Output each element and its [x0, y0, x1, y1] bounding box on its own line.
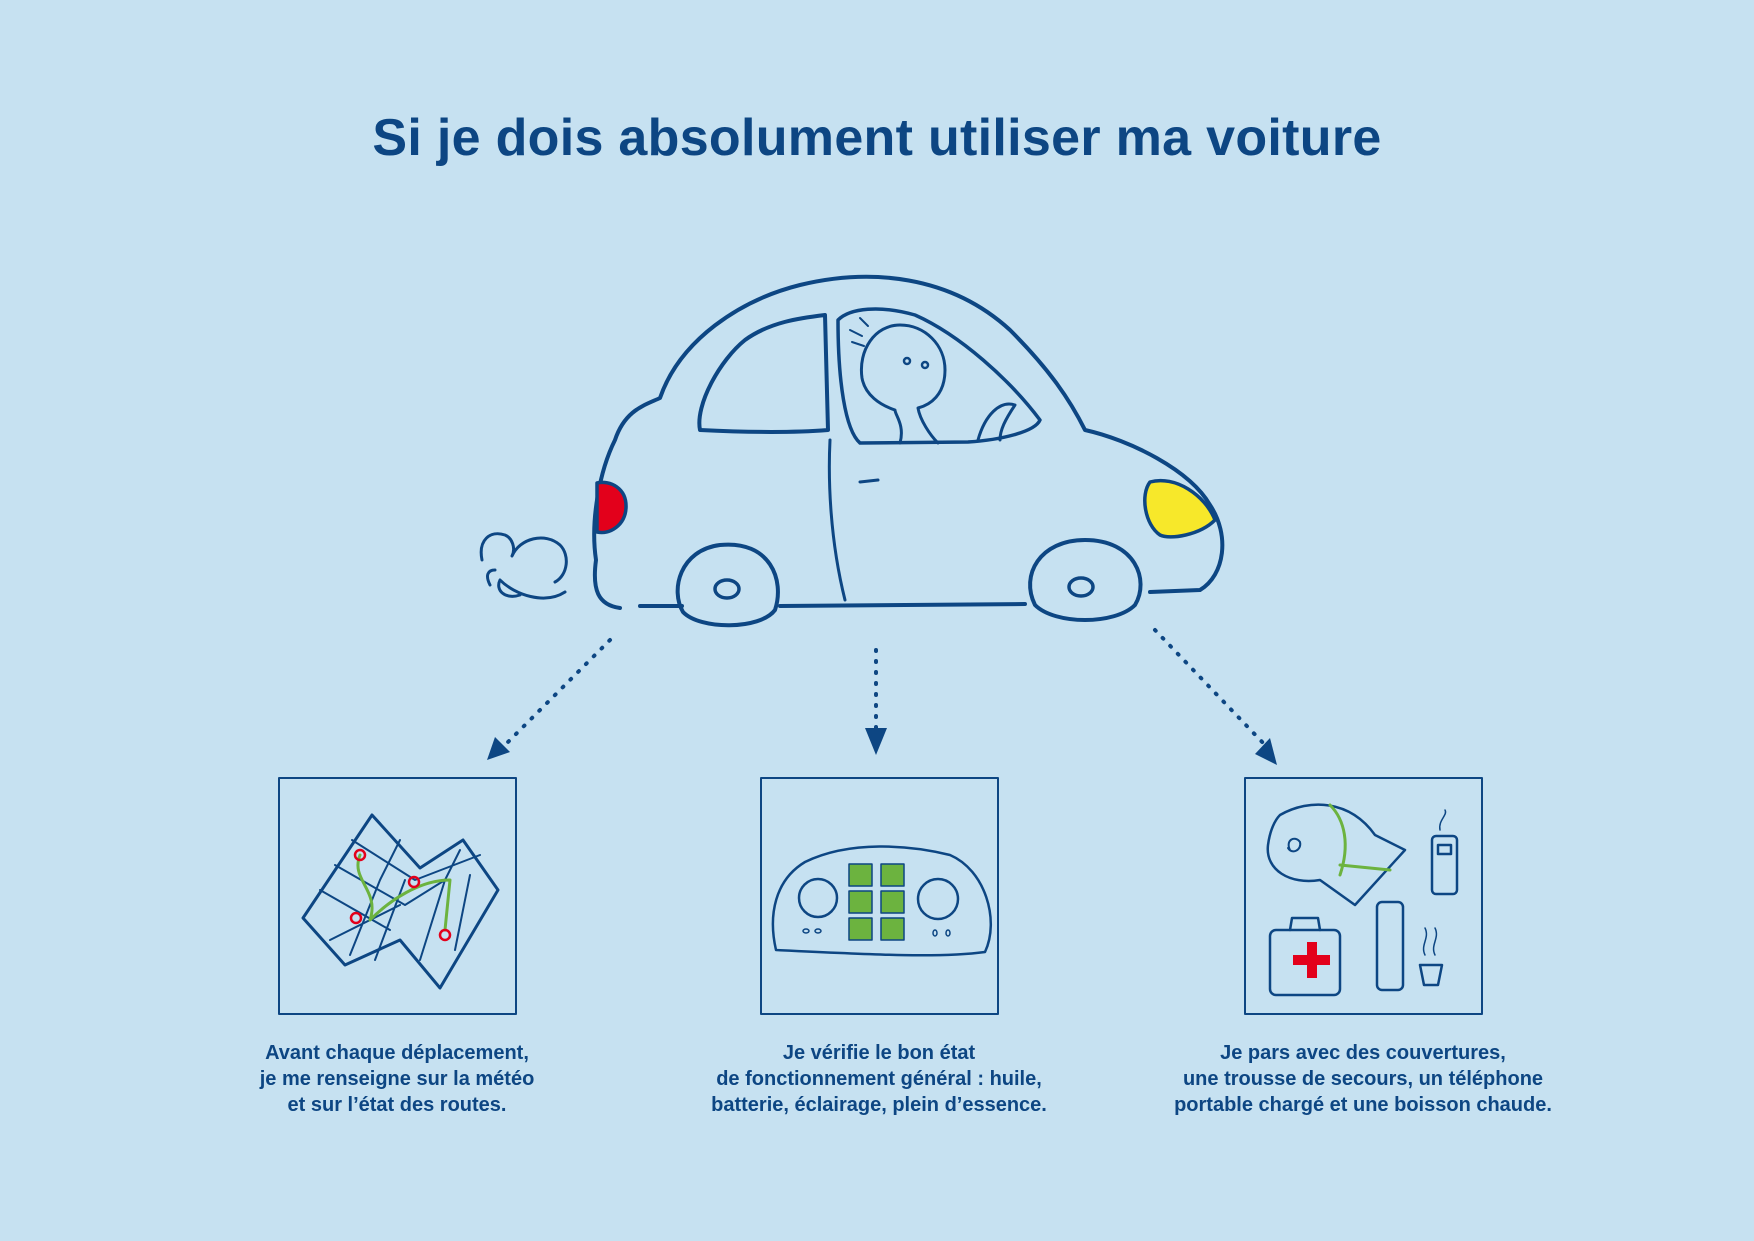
car-illustration — [479, 274, 1225, 628]
dashboard-icon — [771, 845, 993, 957]
caption-line: portable chargé et une boisson chaude. — [1174, 1094, 1552, 1116]
caption-line: de fonctionnement général : huile, — [716, 1068, 1042, 1090]
caption-line: batterie, éclairage, plein d’essence. — [711, 1094, 1047, 1116]
page-title: Si je dois absolument utiliser ma voitur… — [372, 109, 1382, 167]
arrow-left — [503, 638, 612, 747]
panel-box-map — [278, 777, 517, 1015]
arrow-right — [1153, 628, 1267, 747]
panel-box-dashboard — [760, 777, 999, 1015]
caption-line: Avant chaque déplacement, — [265, 1042, 529, 1064]
caption-line: Je vérifie le bon état — [782, 1042, 976, 1064]
caption-line: Je pars avec des couvertures, — [1220, 1042, 1506, 1064]
emergency-kit-icon — [1266, 803, 1459, 997]
arrows — [503, 628, 1267, 747]
caption-map: Avant chaque déplacement, je me renseign… — [177, 1040, 617, 1118]
road-map-icon — [301, 813, 500, 990]
caption-line: et sur l’état des routes. — [287, 1094, 507, 1116]
panel-box-kit — [1244, 777, 1483, 1015]
caption-line: je me renseigne sur la météo — [259, 1068, 535, 1090]
caption-dashboard: Je vérifie le bon état de fonctionnement… — [659, 1040, 1099, 1118]
caption-kit: Je pars avec des couvertures, une trouss… — [1143, 1040, 1583, 1118]
caption-line: une trousse de secours, un téléphone — [1182, 1068, 1544, 1090]
